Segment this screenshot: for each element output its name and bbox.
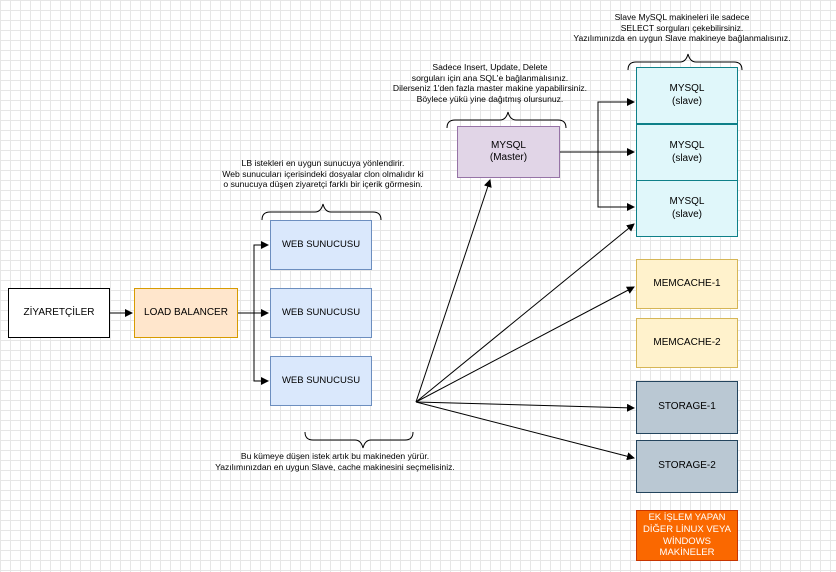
edge-cluster-to-storage-2 bbox=[415, 401, 635, 461]
storage-label: STORAGE-2 bbox=[658, 460, 716, 472]
memcache-node-2: MEMCACHE-2 bbox=[636, 318, 738, 368]
edge-cluster-to-memcache-1 bbox=[415, 286, 635, 403]
slave-note: Slave MySQL makineleri ile sadece SELECT… bbox=[573, 12, 791, 43]
mysql-slave-role: (slave) bbox=[671, 208, 702, 220]
mysql-master-title: MYSQL bbox=[490, 139, 526, 151]
extra-machines-node: EK İŞLEM YAPAN DİĞER LİNUX VEYA WİNDOWS … bbox=[636, 510, 738, 561]
web-server-node-2: WEB SUNUCUSU bbox=[270, 288, 372, 338]
edge-lb-to-web-1 bbox=[238, 241, 269, 314]
brace-web bbox=[261, 203, 382, 221]
storage-node-1: STORAGE-1 bbox=[636, 381, 738, 434]
mysql-master-node: MYSQL (Master) bbox=[457, 126, 560, 178]
web-server-node-3: WEB SUNUCUSU bbox=[270, 356, 372, 406]
visitors-label: ZİYARETÇİLER bbox=[23, 306, 95, 318]
storage-label: STORAGE-1 bbox=[658, 401, 716, 413]
web-server-label: WEB SUNUCUSU bbox=[281, 307, 361, 319]
mysql-slave-node-3: MYSQL (slave) bbox=[636, 180, 738, 237]
mysql-slave-title: MYSQL bbox=[669, 196, 705, 207]
memcache-label: MEMCACHE-2 bbox=[653, 336, 721, 348]
edge-master-to-slave-1 bbox=[560, 98, 635, 153]
memcache-label: MEMCACHE-1 bbox=[653, 277, 721, 289]
load-balancer-node: LOAD BALANCER bbox=[134, 288, 238, 338]
mysql-master-role: (Master) bbox=[489, 152, 528, 163]
cluster-note: Bu kümeye düşen istek artık bu makineden… bbox=[215, 451, 455, 472]
load-balancer-note: LB istekleri en uygun sunucuya yönlendir… bbox=[222, 158, 424, 189]
mysql-slave-node-2: MYSQL (slave) bbox=[636, 124, 738, 181]
brace-master bbox=[446, 111, 567, 129]
edge-lb-to-web-3 bbox=[238, 312, 269, 385]
storage-node-2: STORAGE-2 bbox=[636, 440, 738, 493]
brace-cluster bbox=[304, 431, 414, 449]
memcache-node-1: MEMCACHE-1 bbox=[636, 259, 738, 309]
edge-cluster-to-master bbox=[415, 179, 492, 403]
mysql-slave-role: (slave) bbox=[671, 95, 702, 107]
visitors-node: ZİYARETÇİLER bbox=[8, 288, 110, 338]
edge-cluster-to-storage-1 bbox=[415, 401, 635, 412]
mysql-slave-node-1: MYSQL (slave) bbox=[636, 67, 738, 124]
web-server-label: WEB SUNUCUSU bbox=[281, 239, 361, 251]
mysql-slave-role: (slave) bbox=[671, 152, 702, 164]
web-server-node-1: WEB SUNUCUSU bbox=[270, 220, 372, 270]
edge-master-to-slave-3 bbox=[560, 151, 635, 211]
extra-machines-label: EK İŞLEM YAPAN DİĞER LİNUX VEYA WİNDOWS … bbox=[643, 511, 731, 559]
mysql-slave-title: MYSQL bbox=[669, 140, 705, 151]
mysql-slave-title: MYSQL bbox=[669, 83, 705, 94]
load-balancer-label: LOAD BALANCER bbox=[144, 306, 228, 318]
master-note: Sadece Insert, Update, Delete sorguları … bbox=[392, 62, 588, 104]
edge-cluster-to-slave-3 bbox=[415, 223, 635, 403]
brace-slave bbox=[627, 53, 743, 71]
web-server-label: WEB SUNUCUSU bbox=[281, 375, 361, 387]
